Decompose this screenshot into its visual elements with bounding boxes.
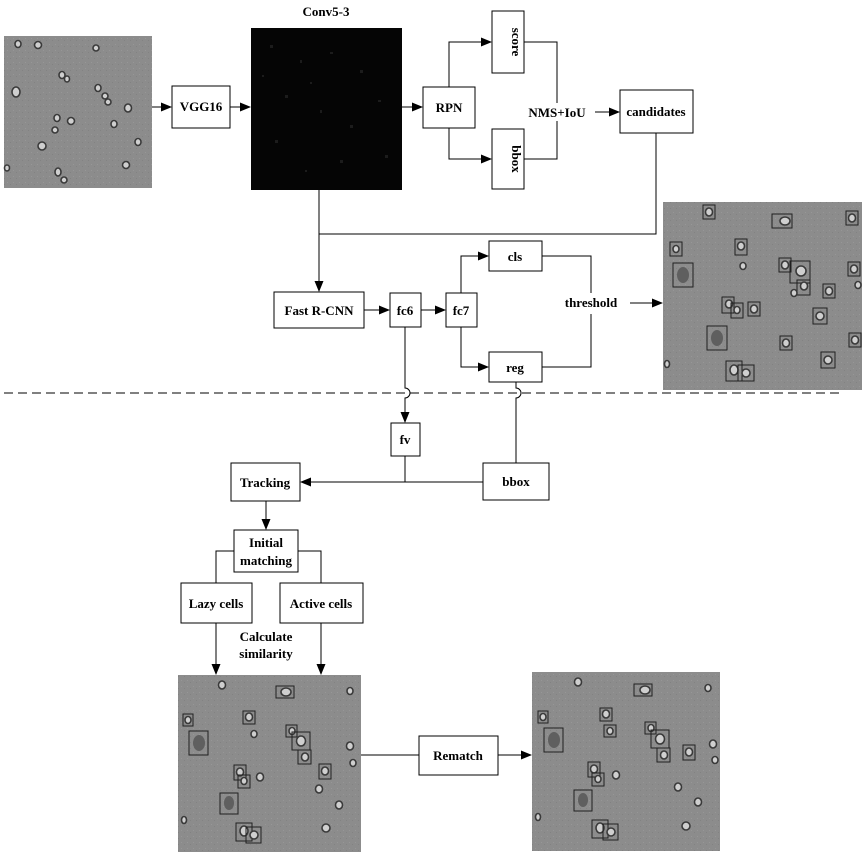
- arrow-fc6-fv: [405, 327, 410, 422]
- line-initial-active: [298, 551, 321, 583]
- fv-label: fv: [400, 432, 411, 447]
- tracking-label: Tracking: [240, 475, 291, 490]
- rematch-label: Rematch: [433, 748, 484, 763]
- candidates-box: candidates: [620, 90, 693, 133]
- fc7-label: fc7: [453, 303, 470, 318]
- arrow-fc7-cls: [461, 256, 488, 293]
- input-microscopy-image: [4, 36, 152, 188]
- conv5-3-feature-map: [251, 28, 402, 190]
- vgg16-label: VGG16: [180, 99, 223, 114]
- rpn-box: RPN: [423, 87, 475, 128]
- fc6-label: fc6: [397, 303, 414, 318]
- calculate-similarity-label-1: Calculate: [240, 629, 293, 644]
- cls-box: cls: [489, 241, 542, 271]
- bbox-rpn-box: bbox: [492, 129, 524, 189]
- rpn-label: RPN: [436, 100, 463, 115]
- fc6-box: fc6: [390, 293, 421, 327]
- bbox-rpn-label: bbox: [509, 145, 524, 173]
- fv-box: fv: [391, 423, 420, 456]
- matching-result-image-left: [178, 675, 361, 852]
- nms-iou-label: NMS+IoU: [528, 105, 586, 120]
- lazy-cells-label: Lazy cells: [189, 596, 244, 611]
- arrow-fc7-reg: [461, 327, 488, 367]
- calculate-similarity-label-2: similarity: [239, 646, 293, 661]
- arrow-rpn-bbox: [449, 128, 491, 159]
- line-initial-lazy: [216, 551, 234, 583]
- line-score-nms: [524, 42, 557, 103]
- bbox-tracking-box: bbox: [483, 463, 549, 500]
- conv5-3-label: Conv5-3: [303, 4, 350, 19]
- reg-label: reg: [506, 360, 524, 375]
- initial-matching-label-1: Initial: [249, 535, 283, 550]
- line-reg-bbox: [516, 382, 521, 463]
- reg-box: reg: [489, 352, 542, 382]
- detection-result-image: [663, 202, 862, 390]
- score-box: score: [492, 11, 524, 73]
- bbox-tracking-label: bbox: [502, 474, 530, 489]
- score-label: score: [509, 28, 524, 57]
- line-cls-threshold: [542, 256, 591, 293]
- rematch-box: Rematch: [419, 736, 498, 775]
- vgg16-box: VGG16: [172, 86, 230, 128]
- initial-matching-label-2: matching: [240, 553, 293, 568]
- connectors: [152, 42, 662, 755]
- active-cells-label: Active cells: [290, 596, 352, 611]
- arrow-rpn-score: [449, 42, 491, 87]
- candidates-label: candidates: [626, 104, 685, 119]
- lazy-cells-box: Lazy cells: [181, 583, 252, 623]
- threshold-label: threshold: [565, 295, 618, 310]
- rematch-result-image: [532, 672, 720, 851]
- line-bbox-nms: [524, 121, 557, 159]
- tracking-box: Tracking: [231, 463, 300, 501]
- fast-rcnn-label: Fast R-CNN: [285, 303, 355, 318]
- initial-matching-box: Initial matching: [234, 530, 298, 572]
- fc7-box: fc7: [446, 293, 477, 327]
- active-cells-box: Active cells: [280, 583, 363, 623]
- line-reg-threshold: [542, 314, 591, 367]
- cls-label: cls: [508, 249, 522, 264]
- fast-rcnn-box: Fast R-CNN: [274, 292, 364, 328]
